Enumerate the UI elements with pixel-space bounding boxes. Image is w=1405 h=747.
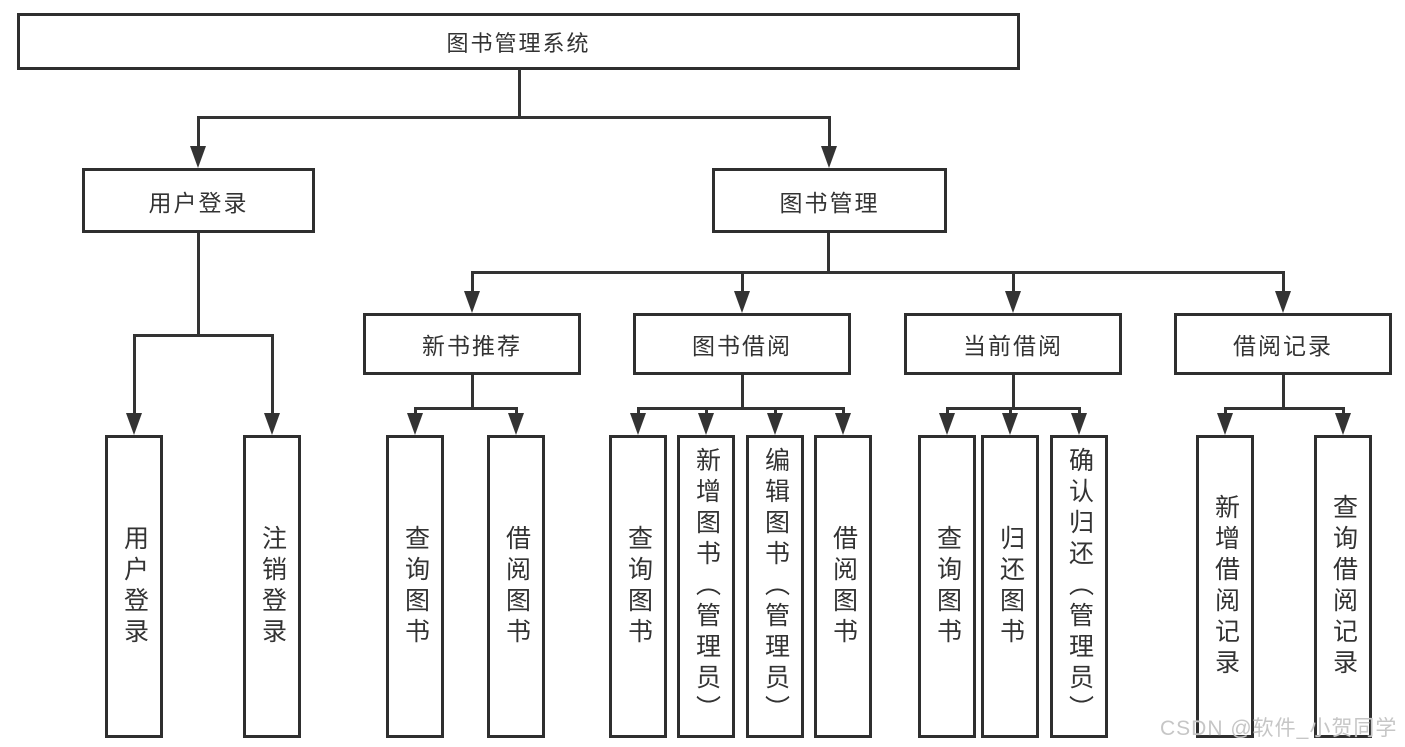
- node-current-borrow: 当前借阅: [904, 313, 1122, 375]
- connector-line: [741, 375, 744, 409]
- connector-line: [471, 271, 1285, 274]
- node-label: 借阅图书: [829, 524, 858, 649]
- arrow-down-icon: [1275, 291, 1291, 313]
- node-label: 确认归还（管理员）: [1065, 447, 1094, 726]
- arrow-down-icon: [264, 413, 280, 435]
- connector-line: [1224, 407, 1345, 410]
- leaf-logout: 注销登录: [243, 435, 301, 738]
- connector-line: [1012, 271, 1015, 295]
- arrow-down-icon: [767, 413, 783, 435]
- connector-line: [414, 407, 518, 410]
- leaf-add-borrow-record: 新增借阅记录: [1196, 435, 1254, 738]
- arrow-down-icon: [630, 413, 646, 435]
- node-label: 查询借阅记录: [1329, 493, 1358, 680]
- connector-line: [774, 407, 777, 417]
- arrow-down-icon: [126, 413, 142, 435]
- node-label: 借阅记录: [1233, 333, 1333, 359]
- connector-line: [1342, 407, 1345, 417]
- node-label: 当前借阅: [963, 333, 1063, 359]
- connector-line: [133, 334, 136, 416]
- arrow-down-icon: [734, 291, 750, 313]
- node-label: 归还图书: [996, 524, 1025, 649]
- arrow-down-icon: [190, 146, 206, 168]
- connector-line: [1009, 407, 1012, 417]
- arrow-down-icon: [407, 413, 423, 435]
- node-label: 新增图书（管理员）: [692, 447, 721, 726]
- connector-line: [197, 233, 200, 337]
- connector-line: [946, 407, 949, 417]
- csdn-watermark: CSDN @软件_小贺同学: [1160, 717, 1398, 740]
- node-label: 编辑图书（管理员）: [761, 447, 790, 726]
- node-label: 用户登录: [120, 524, 149, 649]
- connector-line: [827, 233, 830, 274]
- connector-line: [842, 407, 845, 417]
- node-label: 查询图书: [933, 524, 962, 649]
- connector-line: [637, 407, 640, 417]
- connector-line: [1282, 375, 1285, 409]
- node-label: 新增借阅记录: [1211, 493, 1240, 680]
- arrow-down-icon: [821, 146, 837, 168]
- arrow-down-icon: [1335, 413, 1351, 435]
- connector-line: [637, 407, 845, 410]
- node-book-borrow: 图书借阅: [633, 313, 851, 375]
- node-label: 用户登录: [148, 189, 249, 216]
- connector-line: [471, 375, 474, 409]
- arrow-down-icon: [939, 413, 955, 435]
- connector-line: [197, 116, 200, 148]
- arrow-down-icon: [1002, 413, 1018, 435]
- node-book-management-group: 图书管理: [712, 168, 947, 233]
- leaf-query-borrow-record: 查询借阅记录: [1314, 435, 1372, 738]
- leaf-add-books-admin: 新增图书（管理员）: [677, 435, 735, 738]
- connector-line: [1224, 407, 1227, 417]
- arrow-down-icon: [835, 413, 851, 435]
- connector-line: [197, 116, 831, 119]
- leaf-borrow-books-recommend: 借阅图书: [487, 435, 545, 738]
- connector-line: [1282, 271, 1285, 295]
- connector-line: [271, 334, 274, 416]
- node-label: 图书管理系统: [446, 30, 591, 56]
- leaf-borrow-books: 借阅图书: [814, 435, 872, 738]
- node-new-book-recommend: 新书推荐: [363, 313, 581, 375]
- node-label: 借阅图书: [502, 524, 531, 649]
- leaf-user-login: 用户登录: [105, 435, 163, 738]
- arrow-down-icon: [508, 413, 524, 435]
- node-label: 图书管理: [779, 189, 880, 216]
- node-library-management-system: 图书管理系统: [17, 13, 1020, 70]
- connector-line: [133, 334, 274, 337]
- leaf-confirm-return-admin: 确认归还（管理员）: [1050, 435, 1108, 738]
- node-label: 注销登录: [258, 524, 287, 649]
- arrow-down-icon: [1071, 413, 1087, 435]
- leaf-query-books-recommend: 查询图书: [386, 435, 444, 738]
- connector-line: [471, 271, 474, 295]
- connector-line: [741, 271, 744, 295]
- arrow-down-icon: [464, 291, 480, 313]
- connector-line: [705, 407, 708, 417]
- node-label: 查询图书: [624, 524, 653, 649]
- leaf-return-books: 归还图书: [981, 435, 1039, 738]
- connector-line: [828, 116, 831, 148]
- node-label: 新书推荐: [422, 333, 522, 359]
- connector-line: [518, 69, 521, 119]
- arrow-down-icon: [698, 413, 714, 435]
- node-label: 图书借阅: [692, 333, 792, 359]
- connector-line: [414, 407, 417, 417]
- leaf-edit-books-admin: 编辑图书（管理员）: [746, 435, 804, 738]
- node-borrow-records: 借阅记录: [1174, 313, 1392, 375]
- arrow-down-icon: [1217, 413, 1233, 435]
- node-user-login-group: 用户登录: [82, 168, 315, 233]
- connector-line: [1078, 407, 1081, 417]
- connector-line: [515, 407, 518, 417]
- connector-line: [1012, 375, 1015, 409]
- arrow-down-icon: [1005, 291, 1021, 313]
- connector-line: [946, 407, 1081, 410]
- leaf-query-books-borrow: 查询图书: [609, 435, 667, 738]
- leaf-query-books-current: 查询图书: [918, 435, 976, 738]
- node-label: 查询图书: [401, 524, 430, 649]
